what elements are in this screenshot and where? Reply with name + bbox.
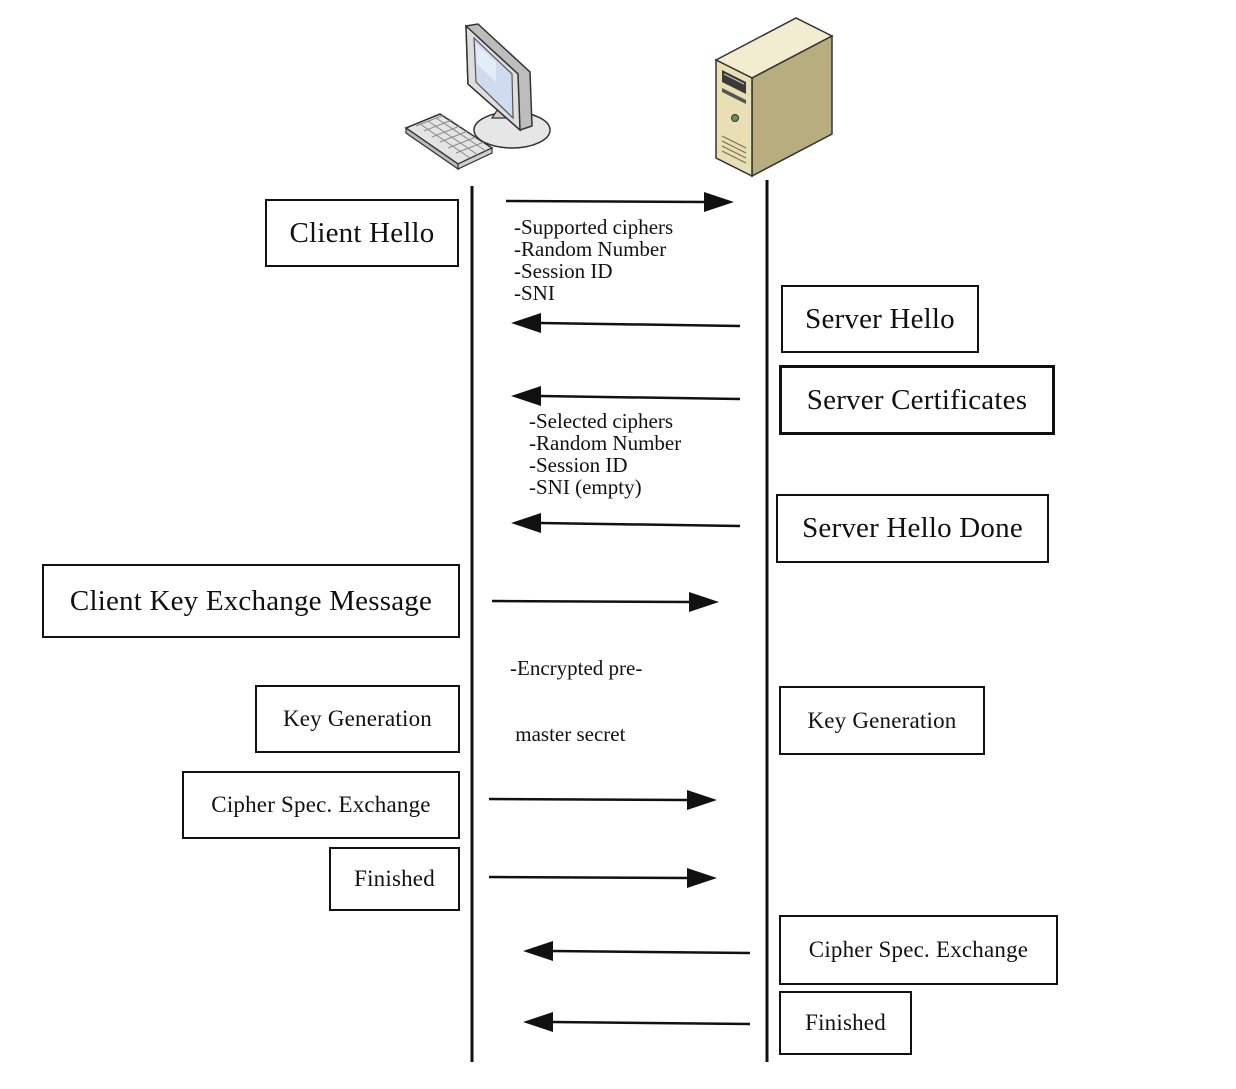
server-hello-done-box: Server Hello Done bbox=[776, 494, 1049, 563]
note-line: -Random Number bbox=[514, 237, 667, 261]
server-cipher-spec-label: Cipher Spec. Exchange bbox=[808, 937, 1029, 962]
note-line: -Selected ciphers bbox=[529, 409, 674, 433]
server-certificates-box: Server Certificates bbox=[779, 365, 1055, 435]
key-exchange-note: -Encrypted pre- master secret bbox=[510, 613, 642, 789]
note-line: -SNI (empty) bbox=[529, 475, 642, 499]
arrow-client-finished bbox=[488, 868, 717, 888]
note-line: -Supported ciphers bbox=[514, 215, 674, 239]
client-key-exchange-box: Client Key Exchange Message bbox=[42, 564, 460, 638]
note-line: master secret bbox=[510, 722, 626, 746]
arrow-client-key-exchange bbox=[491, 592, 719, 612]
arrow-server-certificates bbox=[511, 386, 741, 406]
client-key-generation-label: Key Generation bbox=[282, 706, 433, 731]
arrow-server-hello-done bbox=[511, 513, 741, 533]
desktop-computer-icon bbox=[404, 23, 551, 171]
server-key-generation-label: Key Generation bbox=[807, 707, 957, 733]
note-line: -Encrypted pre- bbox=[510, 656, 643, 680]
note-line: -SNI bbox=[514, 281, 555, 305]
client-hello-label: Client Hello bbox=[289, 216, 435, 249]
client-finished-label: Finished bbox=[354, 866, 435, 891]
client-hello-box: Client Hello bbox=[265, 199, 459, 267]
arrow-client-cipher-spec bbox=[488, 790, 717, 810]
client-hello-note: -Supported ciphers -Random Number -Sessi… bbox=[514, 216, 673, 304]
server-hello-note: -Selected ciphers -Random Number -Sessio… bbox=[529, 410, 681, 498]
client-finished-box: Finished bbox=[329, 847, 460, 911]
arrow-server-cipher-spec bbox=[523, 941, 751, 961]
server-cipher-spec-box: Cipher Spec. Exchange bbox=[779, 915, 1058, 985]
server-certificates-label: Server Certificates bbox=[806, 383, 1028, 416]
client-cipher-spec-box: Cipher Spec. Exchange bbox=[182, 771, 460, 839]
arrow-server-hello bbox=[511, 313, 741, 333]
tower-server-icon bbox=[714, 17, 834, 178]
arrow-client-hello bbox=[505, 192, 734, 212]
server-key-generation-box: Key Generation bbox=[779, 686, 985, 755]
arrow-server-finished bbox=[523, 1012, 751, 1032]
client-key-generation-box: Key Generation bbox=[255, 685, 460, 753]
note-line: -Session ID bbox=[529, 453, 628, 477]
server-hello-box: Server Hello bbox=[781, 285, 979, 353]
client-cipher-spec-label: Cipher Spec. Exchange bbox=[211, 792, 431, 817]
server-hello-done-label: Server Hello Done bbox=[802, 512, 1023, 544]
note-line: -Random Number bbox=[529, 431, 682, 455]
client-key-exchange-label: Client Key Exchange Message bbox=[69, 584, 433, 617]
server-finished-label: Finished bbox=[805, 1010, 886, 1035]
note-line: -Session ID bbox=[514, 259, 613, 283]
server-hello-label: Server Hello bbox=[805, 302, 955, 335]
server-finished-box: Finished bbox=[779, 991, 912, 1055]
